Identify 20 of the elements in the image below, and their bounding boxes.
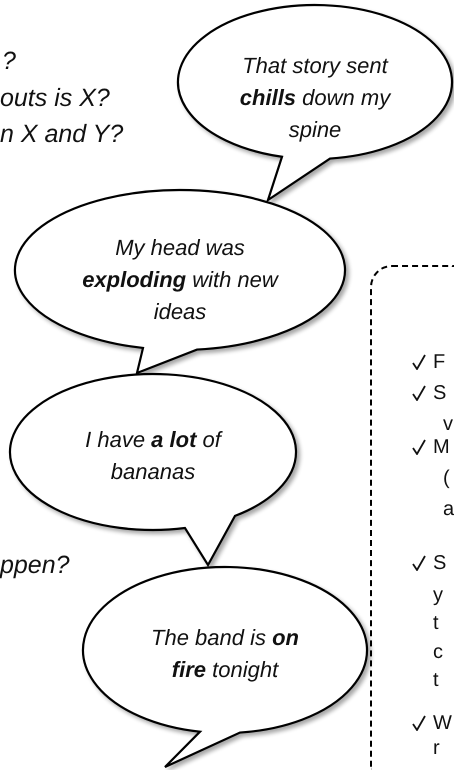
list-text: S [433,381,446,406]
list-text: ( [443,466,450,491]
list-text: S [433,551,446,576]
bubble-text: That story sent chills down my spine [238,52,392,144]
bubble-text: My head was exploding with new ideas [81,234,280,326]
list-text: t [433,611,439,636]
list-text: r [433,736,440,761]
list-text: t [433,668,439,693]
list-text: W [433,711,452,736]
list-text: M [433,435,450,460]
question-text: outs is X? [0,83,110,114]
list-text: y [433,583,443,608]
question-text: ? [2,46,16,77]
bubble-text: I have a lot of bananas [84,426,224,486]
list-text: a [443,497,454,522]
list-text: F [433,350,446,375]
bubble-text: The band is on fire tonight [150,624,300,684]
list-text: c [433,640,443,665]
list-text: v [443,412,453,437]
question-text: n X and Y? [0,119,124,150]
